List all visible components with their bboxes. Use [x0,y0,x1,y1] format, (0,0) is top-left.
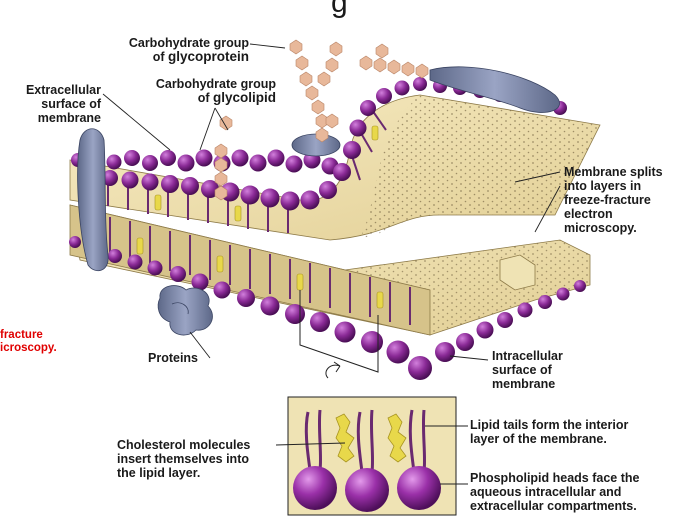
cholesterol-line-1: Cholesterol molecules [117,438,251,452]
inset-bracket [299,290,379,379]
membrane-splits-line-1: Membrane splits [564,165,663,179]
lipid-inset [287,396,457,516]
glycoprotein-label-prefix: of [152,50,168,64]
cholesterol-line-3: the lipid layer. [117,466,201,480]
membrane-splits-line-5: microscopy. [564,221,637,235]
membrane-splits-line-3: freeze-fracture [564,193,651,207]
cholesterol-line-2: insert themselves into [117,452,249,466]
glycoprotein-carbohydrate [289,39,343,143]
proteins-cluster [157,285,213,336]
intracellular-line-1: Intracellular [492,349,563,363]
bottom-head-row [69,236,586,380]
peeled-carbohydrate [359,43,429,79]
freeze-fracture-cut-line-1: fracture [0,329,43,341]
peeled-protein [429,66,560,113]
glycolipid-label-prefix: of [197,91,213,105]
glycoprotein-label-name: glycoprotein [167,49,249,64]
extracellular-line-2: surface of [41,97,101,111]
glycolipid-label-name: glycolipid [212,90,276,105]
glycoprotein-label: Carbohydrate group of glycoprotein [104,36,249,64]
glycolipid-label: Carbohydrate group of glycolipid [128,77,276,105]
membrane-splits-line-4: electron [564,207,613,221]
freeze-fracture-cut-label: fracture icroscopy. [0,329,57,355]
phospholipid-heads-label: Phospholipid heads face the aqueous intr… [470,471,639,513]
glycoprotein-label-line1: Carbohydrate group [128,36,249,50]
cutaway-notch [499,254,536,291]
leader-lines [102,43,561,485]
freeze-fracture-cut-line-2: icroscopy. [0,342,57,354]
phospholipid-heads-line-3: extracellular compartments. [470,499,637,513]
membrane-splits-line-2: into layers in [564,179,642,193]
intracellular-label: Intracellular surface of membrane [492,349,563,391]
title-fragment: g [331,0,348,19]
extracellular-line-1: Extracellular [25,83,101,97]
cholesterol-label: Cholesterol molecules insert themselves … [117,438,250,480]
lipid-tails-line-1: Lipid tails form the interior [470,418,629,432]
upper-leaflet [69,94,601,241]
intracellular-line-2: surface of [492,363,552,377]
membrane-splits-label: Membrane splits into layers in freeze-fr… [564,165,663,235]
extracellular-label: Extracellular surface of membrane [8,83,101,125]
phospholipid-heads-line-2: aqueous intracellular and [470,485,622,499]
transmembrane-protein [77,128,109,272]
intracellular-line-3: membrane [492,377,556,391]
lipid-tails-label: Lipid tails form the interior layer of t… [470,418,628,446]
glycolipid-label-line1: Carbohydrate group [155,77,276,91]
phospholipid-heads-line-1: Phospholipid heads face the [470,471,640,485]
extracellular-line-3: membrane [37,111,101,125]
proteins-label: Proteins [148,351,199,365]
glycolipid-carbohydrate [214,115,233,201]
lipid-tails-line-2: layer of the membrane. [470,432,607,446]
